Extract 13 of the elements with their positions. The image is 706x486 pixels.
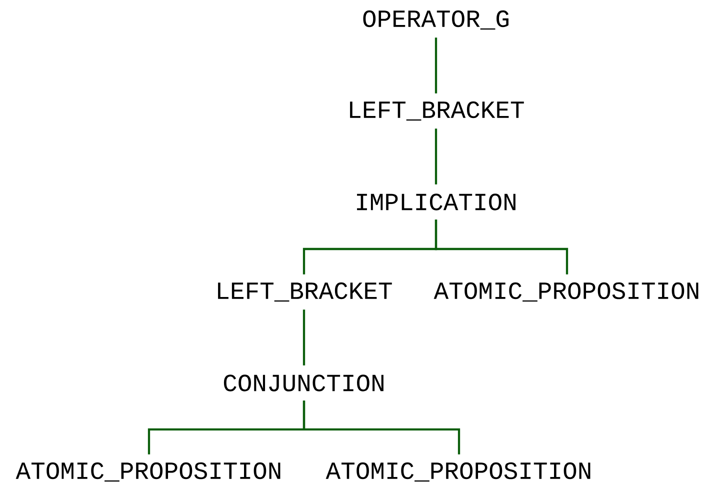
tree-node-label: OPERATOR_G [363,10,508,30]
tree-connector [434,128,438,184]
tree-connector [434,220,568,274]
tree-node-label: CONJUNCTION [224,374,384,392]
tree-connector [302,400,460,454]
tree-node-label: ATOMIC_PROPOSITION [434,282,698,302]
tree-connector [434,38,438,94]
tree-node-label: ATOMIC_PROPOSITION [326,462,590,482]
tree-node-label: ATOMIC_PROPOSITION [16,462,280,482]
tree-node-label: LEFT_BRACKET [218,282,392,302]
tree-node-label: IMPLICATION [357,194,516,210]
tree-node-label: LEFT_BRACKET [350,101,524,121]
tree-connector [302,310,306,366]
